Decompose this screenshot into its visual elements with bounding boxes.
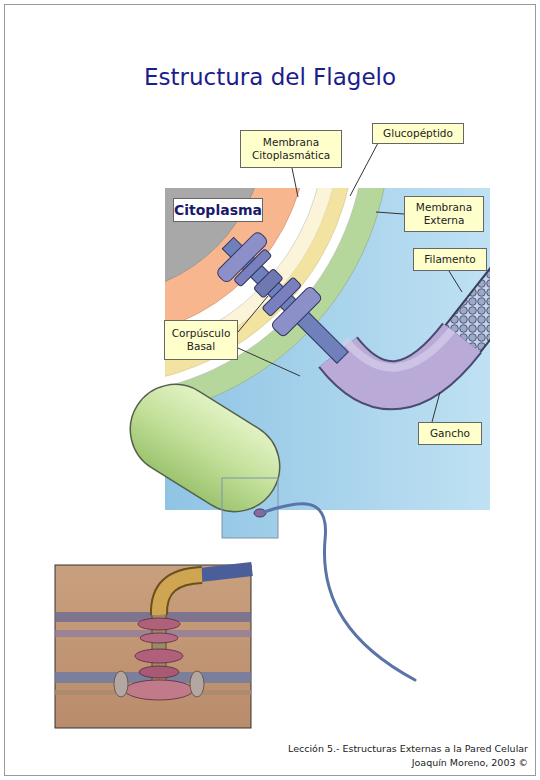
photo-stator bbox=[114, 671, 128, 697]
photo-frame bbox=[55, 565, 251, 728]
photo-ring bbox=[140, 633, 178, 643]
motor-photo bbox=[55, 565, 252, 728]
periplasm-band bbox=[0, 0, 365, 395]
callout-box: Filamento bbox=[413, 248, 487, 271]
cell-body bbox=[113, 367, 296, 528]
photo-c-ring bbox=[125, 680, 193, 700]
callout-box: Corpúsculo Basal bbox=[164, 320, 238, 360]
label-text: Citoplasma bbox=[174, 202, 262, 218]
zoom-square bbox=[222, 478, 278, 538]
hook-highlight bbox=[345, 330, 452, 368]
flagellum-line bbox=[264, 504, 415, 680]
label-text: Corpúsculo Basal bbox=[168, 327, 234, 353]
label-text: Gancho bbox=[430, 427, 470, 440]
leader-line bbox=[432, 392, 440, 422]
l-ring bbox=[270, 285, 322, 337]
leader-line bbox=[238, 296, 268, 332]
callout-box: Membrana Externa bbox=[404, 196, 484, 232]
peptidoglycan-band bbox=[0, 0, 355, 385]
footer-note: Joaquín Moreno, 2003 © bbox=[412, 757, 528, 768]
label-text: Filamento bbox=[424, 253, 475, 266]
label-text: Membrana Citoplasmática bbox=[244, 136, 338, 162]
leader-line bbox=[238, 348, 300, 376]
leader-line bbox=[292, 168, 298, 197]
bacterial-cell bbox=[113, 367, 296, 528]
leader-line bbox=[376, 212, 404, 214]
leader-line bbox=[350, 143, 378, 196]
page-frame bbox=[5, 5, 536, 776]
photo-ring bbox=[135, 649, 183, 663]
leader-line bbox=[449, 271, 462, 292]
diagram-title: Estructura del Flagelo bbox=[0, 64, 540, 90]
outer-membrane-band bbox=[0, 0, 390, 420]
photo-filament bbox=[200, 569, 252, 575]
photo-hook-outline bbox=[159, 575, 202, 615]
peptidoglycan-inner-band bbox=[0, 0, 340, 370]
photo-hook bbox=[159, 575, 202, 615]
photo-stator bbox=[190, 671, 204, 697]
cytoplasmic-membrane-band bbox=[0, 0, 308, 338]
footer-note: Lección 5.- Estructuras Externas a la Pa… bbox=[288, 743, 528, 754]
photo-ring bbox=[138, 618, 180, 630]
label-text: Glucopéptido bbox=[383, 127, 453, 140]
callout-box: Glucopéptido bbox=[372, 123, 464, 144]
photo-ring bbox=[139, 666, 179, 678]
callout-box: Membrana Citoplasmática bbox=[240, 130, 342, 168]
label-text: Membrana Externa bbox=[408, 201, 480, 227]
callout-box: Gancho bbox=[418, 422, 482, 445]
periplasm-inner-band bbox=[0, 0, 325, 355]
region-label-box: Citoplasma bbox=[173, 198, 263, 222]
cell-wall-section bbox=[0, 0, 540, 538]
